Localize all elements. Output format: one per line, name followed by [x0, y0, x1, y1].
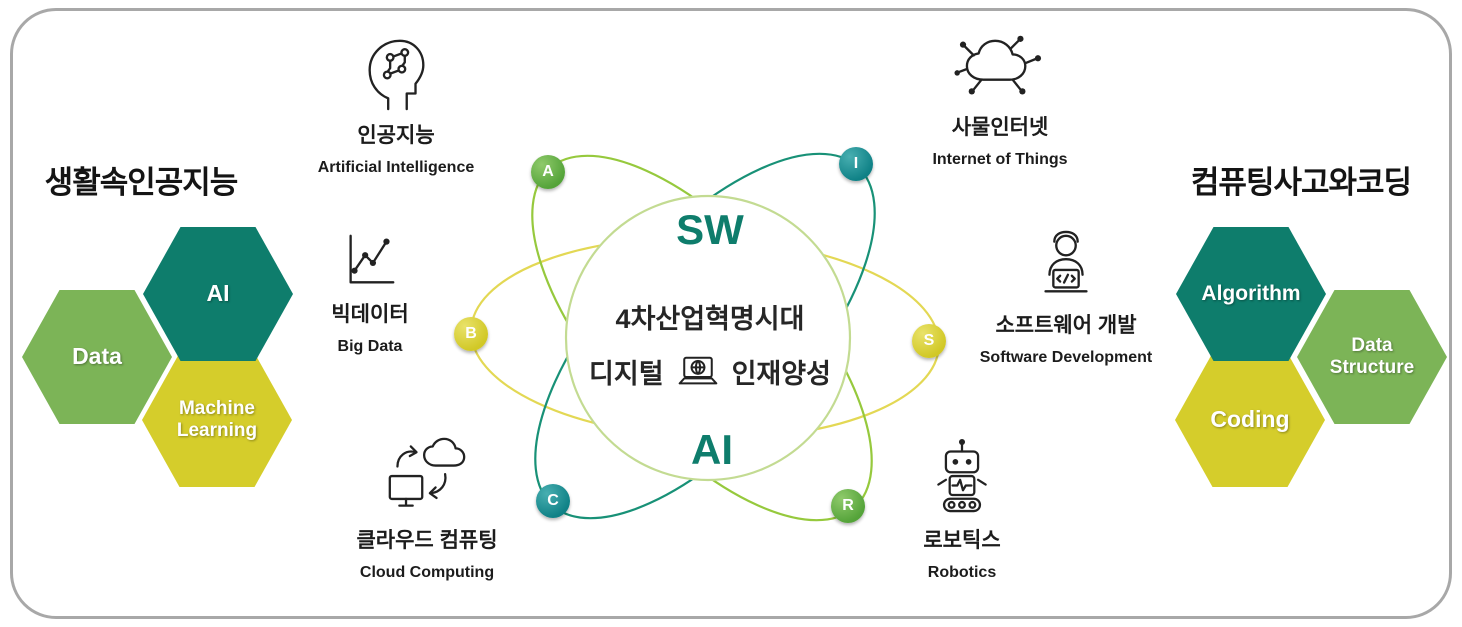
laptop-globe-icon — [676, 355, 720, 388]
badge-s: S — [912, 324, 946, 358]
topic-label-korean: 사물인터넷 — [951, 116, 1049, 139]
hexagon-algorithm-label: Algorithm — [1201, 281, 1301, 305]
center-sw-label: SW — [676, 206, 744, 253]
topic-label-korean: 클라우드 컴퓨팅 — [356, 529, 498, 552]
robot-icon — [927, 436, 997, 518]
center-ai-label: AI — [691, 426, 733, 473]
topic-label-english: Robotics — [927, 564, 997, 581]
topic-label-english: Cloud Computing — [359, 564, 495, 581]
topic-software-development: 소프트웨어 개발 Software Development — [955, 229, 1177, 367]
badge-i: I — [839, 147, 873, 181]
left-section-title: 생활속인공지능 — [44, 165, 239, 200]
topic-robotics: 로보틱스 Robotics — [868, 436, 1056, 582]
center-subline-right: 인재양성 — [731, 358, 831, 389]
chart-icon — [339, 230, 401, 292]
topic-label-korean: 로보틱스 — [923, 529, 1001, 552]
developer-laptop-icon — [1028, 229, 1104, 303]
badge-r: R — [831, 489, 865, 523]
topic-label-english: Artificial Intelligence — [317, 159, 475, 176]
topic-big-data: 빅데이터 Big Data — [300, 230, 440, 356]
topic-label-english: Internet of Things — [932, 151, 1068, 168]
hexagon-ai-label: AI — [206, 280, 230, 307]
ai-head-circuit-icon — [360, 33, 432, 113]
hexagon-coding-label: Coding — [1210, 406, 1290, 433]
hexagon-data: Data — [22, 290, 172, 424]
hexagon-data-structure-label: Data Structure — [1329, 334, 1415, 378]
badge-b: B — [454, 317, 488, 351]
badge-a: A — [531, 155, 565, 189]
center-subline-left: 디지털 — [589, 358, 664, 389]
hexagon-machine-learning-label: Machine Learning — [176, 397, 258, 441]
hexagon-machine-learning: Machine Learning — [142, 353, 292, 487]
hexagon-coding: Coding — [1175, 353, 1325, 487]
right-section-title: 컴퓨팅사고와코딩 — [1190, 165, 1412, 200]
hexagon-data-label: Data — [72, 343, 122, 370]
center-headline: 4차산업혁명시대 — [615, 304, 805, 334]
cloud-sync-monitor-icon — [386, 436, 468, 518]
hexagon-data-structure: Data Structure — [1297, 290, 1447, 424]
topic-internet-of-things: 사물인터넷 Internet of Things — [903, 33, 1097, 169]
topic-label-korean: 인공지능 — [357, 124, 435, 147]
badge-c: C — [536, 484, 570, 518]
topic-label-english: Software Development — [979, 349, 1153, 366]
topic-label-korean: 소프트웨어 개발 — [995, 314, 1137, 337]
center-subline: 디지털 인재양성 — [545, 348, 875, 394]
iot-cloud-network-icon — [954, 33, 1046, 105]
topic-artificial-intelligence: 인공지능 Artificial Intelligence — [305, 33, 487, 177]
topic-label-korean: 빅데이터 — [331, 303, 409, 326]
topic-label-english: Big Data — [337, 338, 403, 355]
topic-cloud-computing: 클라우드 컴퓨팅 Cloud Computing — [333, 436, 521, 582]
